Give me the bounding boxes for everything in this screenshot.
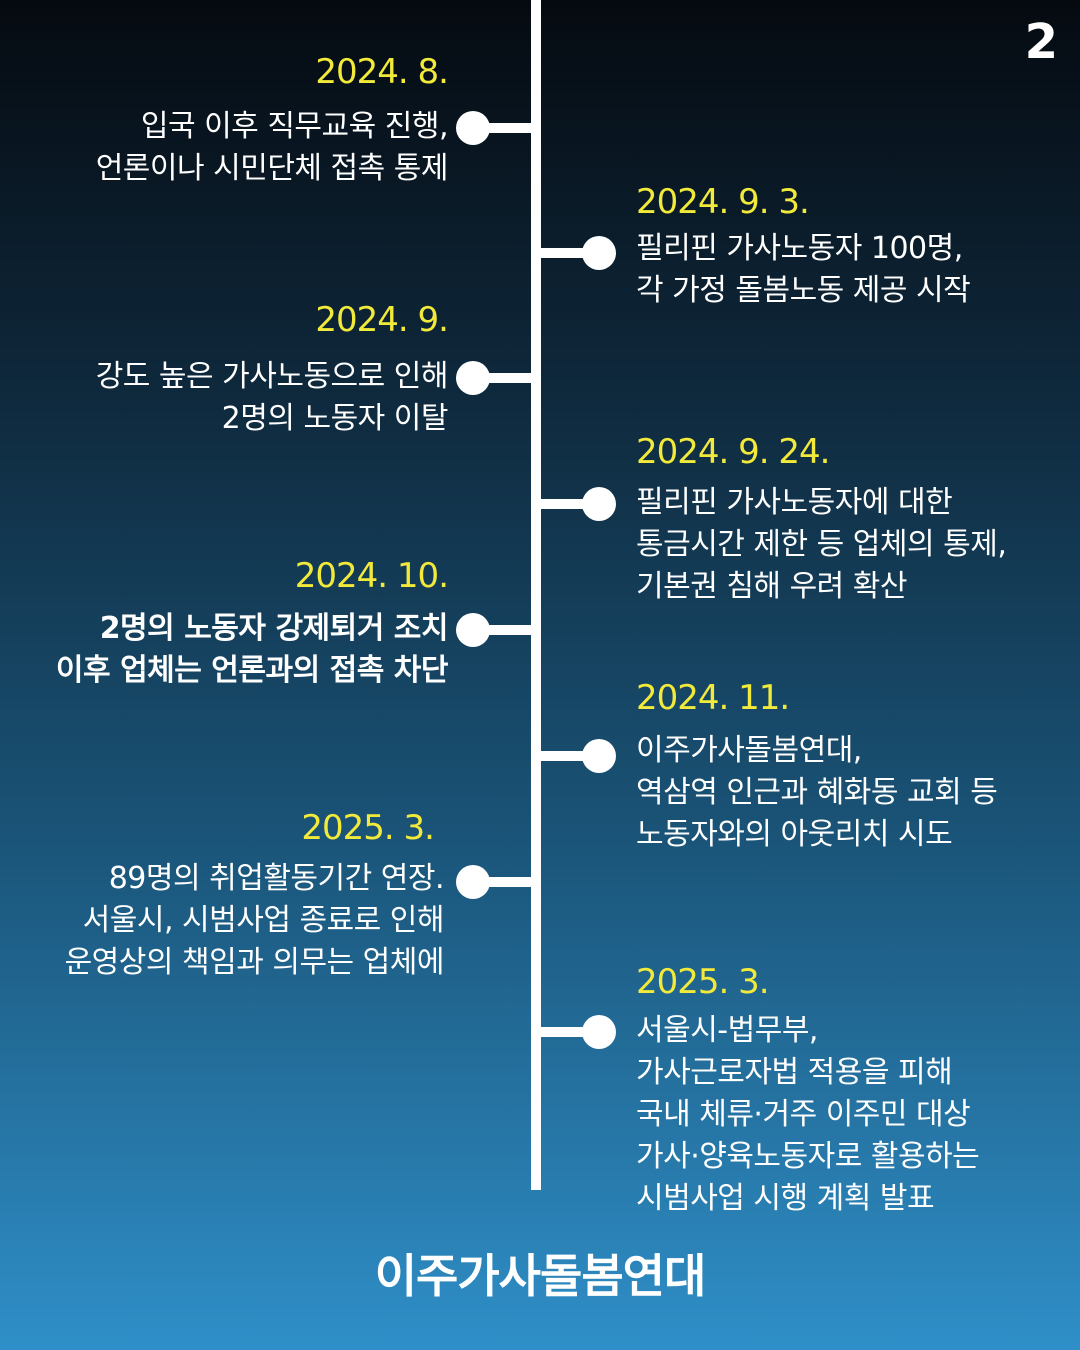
connector-line xyxy=(478,123,532,133)
event-line: 각 가정 돌봄노동 제공 시작 xyxy=(636,273,971,308)
event-line: 89명의 취업활동기간 연장. xyxy=(108,861,445,896)
connector-line xyxy=(540,751,596,761)
event-date: 2024. 11. xyxy=(636,678,790,718)
event-description: 89명의 취업활동기간 연장. 서울시, 시범사업 종료로 인해 운영상의 책임… xyxy=(64,858,445,984)
event-description: 이주가사돌봄연대, 역삼역 인근과 혜화동 교회 등 노동자와의 아웃리치 시도 xyxy=(636,730,998,856)
event-line: 통금시간 제한 등 업체의 통제, xyxy=(636,527,1007,562)
event-description: 필리핀 가사노동자 100명, 각 가정 돌봄노동 제공 시작 xyxy=(636,228,971,312)
event-line: 역삼역 인근과 혜화동 교회 등 xyxy=(636,775,998,810)
event-date: 2024. 9. xyxy=(315,300,449,340)
event-description: 입국 이후 직무교육 진행, 언론이나 시민단체 접촉 통제 xyxy=(95,106,449,190)
event-line: 필리핀 가사노동자 100명, xyxy=(636,231,963,266)
event-date: 2024. 9. 24. xyxy=(636,432,830,472)
event-line: 2명의 노동자 이탈 xyxy=(221,401,449,436)
timeline-dot xyxy=(456,865,490,899)
event-description: 2명의 노동자 강제퇴거 조치 이후 업체는 언론과의 접촉 차단 xyxy=(55,608,449,692)
timeline-dot xyxy=(582,1015,616,1049)
event-line: 서울시-법무부, xyxy=(636,1013,818,1048)
event-description: 필리핀 가사노동자에 대한 통금시간 제한 등 업체의 통제, 기본권 침해 우… xyxy=(636,482,1007,608)
timeline-dot xyxy=(456,613,490,647)
event-description: 서울시-법무부, 가사근로자법 적용을 피해 국내 체류·거주 이주민 대상 가… xyxy=(636,1010,980,1220)
event-date: 2024. 10. xyxy=(294,556,449,596)
connector-line xyxy=(540,499,596,509)
event-date: 2024. 8. xyxy=(315,52,449,92)
event-line: 가사·양육노동자로 활용하는 xyxy=(636,1139,980,1174)
event-line: 가사근로자법 적용을 피해 xyxy=(636,1055,953,1090)
event-line: 운영상의 책임과 의무는 업체에 xyxy=(64,945,445,980)
event-line: 2명의 노동자 강제퇴거 조치 xyxy=(99,611,449,646)
event-date: 2024. 9. 3. xyxy=(636,182,810,222)
event-line: 노동자와의 아웃리치 시도 xyxy=(636,817,953,852)
event-line: 서울시, 시범사업 종료로 인해 xyxy=(82,903,445,938)
connector-line xyxy=(478,373,532,383)
event-date: 2025. 3. xyxy=(301,808,435,848)
event-line: 기본권 침해 우려 확산 xyxy=(636,569,908,604)
connector-line xyxy=(478,625,532,635)
connector-line xyxy=(478,877,532,887)
timeline-dot xyxy=(582,739,616,773)
timeline-dot xyxy=(582,236,616,270)
page-number: 2 xyxy=(1024,14,1058,70)
connector-line xyxy=(540,248,596,258)
event-description: 강도 높은 가사노동으로 인해 2명의 노동자 이탈 xyxy=(95,356,449,440)
event-line: 입국 이후 직무교육 진행, xyxy=(140,109,449,144)
connector-line xyxy=(540,1027,596,1037)
event-line: 국내 체류·거주 이주민 대상 xyxy=(636,1097,971,1132)
timeline-dot xyxy=(582,487,616,521)
event-line: 강도 높은 가사노동으로 인해 xyxy=(95,359,449,394)
timeline-axis xyxy=(531,0,541,1190)
event-line: 이주가사돌봄연대, xyxy=(636,733,862,768)
event-line: 필리핀 가사노동자에 대한 xyxy=(636,485,953,520)
organization-name: 이주가사돌봄연대 xyxy=(374,1249,707,1303)
timeline-dot xyxy=(456,361,490,395)
timeline-dot xyxy=(456,111,490,145)
event-date: 2025. 3. xyxy=(636,962,770,1002)
event-line: 이후 업체는 언론과의 접촉 차단 xyxy=(55,653,449,688)
event-line: 시범사업 시행 계획 발표 xyxy=(636,1181,935,1216)
event-line: 언론이나 시민단체 접촉 통제 xyxy=(95,151,449,186)
